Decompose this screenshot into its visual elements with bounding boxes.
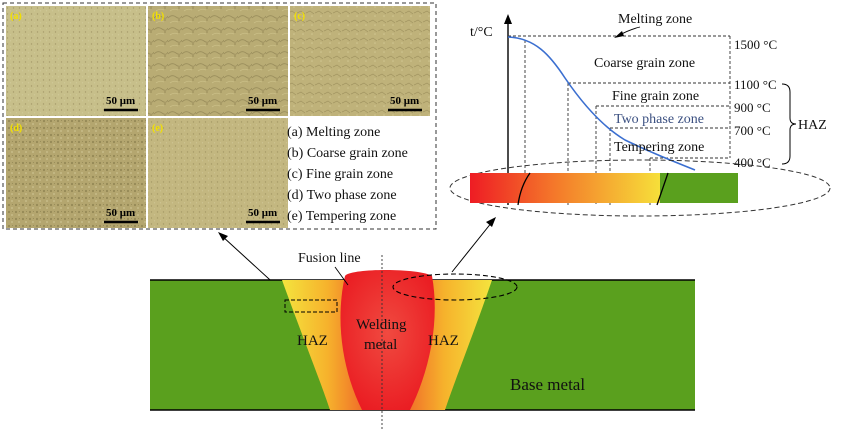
welding-metal-label-line2: metal <box>364 337 397 353</box>
arrow-to-thermal <box>451 221 493 273</box>
arrow-to-thermal-head <box>486 217 496 227</box>
zone-bar-haz-boundary <box>656 172 669 206</box>
scale-bar-label: 50 μm <box>248 207 277 219</box>
melting-zone-pointer-head <box>614 31 624 38</box>
legend-item-a: (a) Melting zone <box>287 125 380 140</box>
bar-callout-ellipse <box>449 159 831 217</box>
micrograph-texture <box>290 6 430 116</box>
scale-bar-label: 50 μm <box>106 207 135 219</box>
thermal-diagram: t/°C Melting zone Coarse grain zone Fine… <box>449 12 831 217</box>
temp-label-900: 900 °C <box>734 100 771 115</box>
haz-right-label: HAZ <box>428 333 459 349</box>
zone-label-fine: Fine grain zone <box>612 89 699 104</box>
legend-item-b: (b) Coarse grain zone <box>287 146 408 161</box>
weld-cross-section: Fusion line HAZ Welding metal HAZ Base m… <box>150 251 695 431</box>
scale-bar-label: 50 μm <box>106 95 135 107</box>
temp-label-1500: 1500 °C <box>734 37 777 52</box>
micrograph-c: (c) 50 μm <box>290 6 430 116</box>
zone-bar-fusion-line <box>517 172 531 206</box>
fusion-line-callout-box <box>284 299 338 313</box>
legend-item-e: (e) Tempering zone <box>287 209 396 224</box>
zone-bar-base-metal <box>660 173 738 203</box>
scale-bar-label: 50 μm <box>248 95 277 107</box>
fusion-line-pointer <box>334 266 349 286</box>
zone-label-tempering: Tempering zone <box>614 140 704 155</box>
legend-item-d: (d) Two phase zone <box>287 188 397 203</box>
base-metal-label: Base metal <box>510 375 585 394</box>
zone-label-coarse: Coarse grain zone <box>594 56 695 71</box>
micrograph-texture <box>148 6 288 116</box>
temp-label-700: 700 °C <box>734 123 771 138</box>
weld-metal-region <box>340 270 435 410</box>
micrograph-b: (b) 50 μm <box>148 6 288 116</box>
micrograph-grid: (a) 50 μm (b) 50 μm (c) 50 μm (d) 50 μm (e) 50 μm <box>6 6 430 228</box>
micrograph-d: (d) 50 μm <box>6 118 146 228</box>
welding-metal-label-line1: Welding <box>356 317 407 333</box>
fusion-line-label: Fusion line <box>298 251 361 266</box>
micrograph-label: (e) <box>152 123 163 134</box>
micrograph-legend: (a) Melting zone (b) Coarse grain zone (… <box>287 125 408 224</box>
micrograph-panel-frame <box>2 2 437 230</box>
cooling-curve <box>507 36 696 171</box>
zone-bar-gradient <box>470 173 662 203</box>
arrow-to-micrographs-head <box>218 232 228 241</box>
temp-label-400: 400 °C <box>734 155 771 170</box>
haz-brace-label: HAZ <box>798 118 827 133</box>
micrograph-label: (a) <box>10 11 22 22</box>
micrograph-e: (e) 50 μm <box>148 118 288 228</box>
temperature-axis-label: t/°C <box>470 25 493 40</box>
weld-top-callout-ellipse <box>392 273 518 301</box>
micrograph-a: (a) 50 μm <box>6 6 146 116</box>
legend-item-c: (c) Fine grain zone <box>287 167 393 182</box>
haz-left-label: HAZ <box>297 333 328 349</box>
micrograph-texture <box>148 118 288 228</box>
micrograph-label: (d) <box>10 123 22 134</box>
micrograph-label: (b) <box>152 11 164 22</box>
micrograph-label: (c) <box>294 11 305 22</box>
micrograph-texture <box>6 6 146 116</box>
micrograph-texture <box>6 118 146 228</box>
haz-brace <box>781 83 797 165</box>
zone-label-melting: Melting zone <box>618 12 692 27</box>
zone-label-two-phase: Two phase zone <box>614 112 704 127</box>
temperature-axis-arrow <box>504 14 512 24</box>
scale-bar-label: 50 μm <box>390 95 419 107</box>
temp-label-1100: 1100 °C <box>734 77 777 92</box>
